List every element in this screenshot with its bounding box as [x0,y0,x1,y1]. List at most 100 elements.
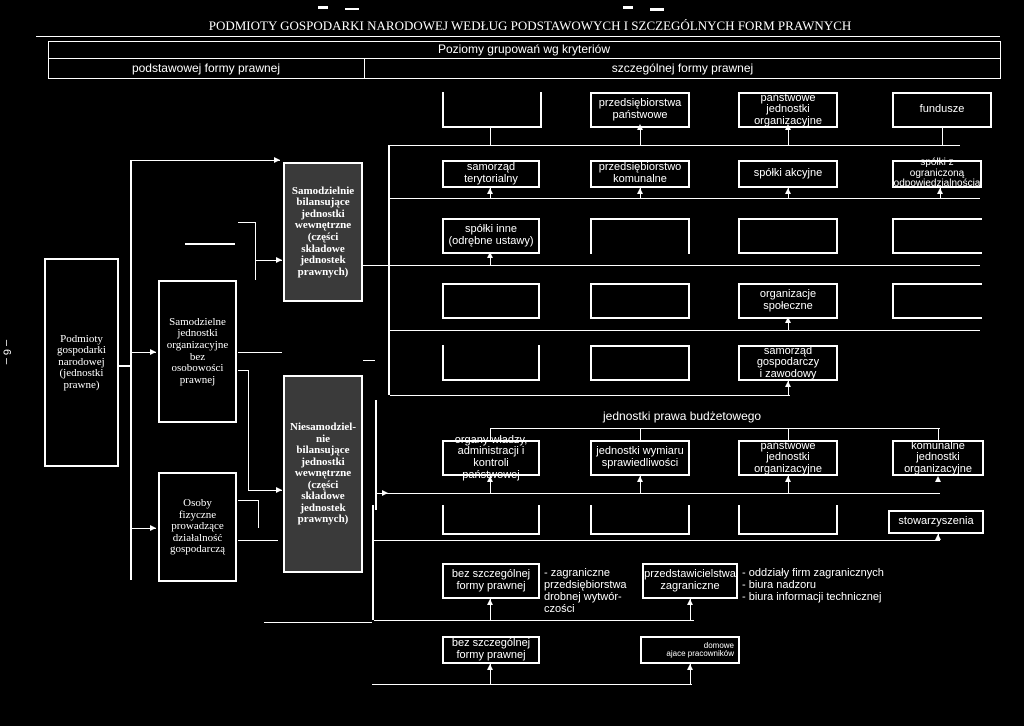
page-title: PODMIOTY GOSPODARKI NARODOWEJ WEDŁUG POD… [208,18,852,33]
arrow-right-icon [150,349,156,355]
box-other-companies: spółki inne (odrębne ustawy) [442,218,540,254]
row-line [374,620,694,621]
box-home-workers: domowe ajace pracowników [640,636,740,664]
conn [788,381,789,395]
box-municipal-enterprise: przedsiębiorstwo komunalne [590,160,690,188]
page-number: – 6 – [0,339,13,365]
conn [130,352,156,353]
conn [788,128,789,146]
spine [375,400,377,510]
conn [130,160,280,161]
conn [690,599,691,620]
box-joint-stock: spółki akcyjne [738,160,838,188]
row-line [390,198,980,199]
row-line [490,428,940,429]
spine [363,360,375,361]
box-empty [590,283,690,319]
conn [258,500,259,528]
arrow-up-icon [935,534,941,540]
top-mark [345,8,359,10]
conn [238,540,278,541]
arrow-up-icon [487,664,493,670]
row-line [390,265,980,266]
header-divider [48,58,1001,59]
box-empty [442,505,540,535]
row-line [390,395,790,396]
conn [238,500,258,501]
self-balancing-units: Samodzielnie bilansujące jednostki wewnę… [283,162,363,302]
conn [942,128,943,146]
conn [238,370,248,371]
arrow-up-icon [785,476,791,482]
conn [372,684,692,685]
text-foreign-small: - zagraniczne przedsiębiorstwa drobnej w… [544,567,627,616]
conn [640,476,641,493]
arrow-up-icon [487,188,493,194]
text-foreign-branches: - oddziały firm zagranicznych - biura na… [742,567,884,604]
box-foreign-rep: przedstawicielstwa zagraniczne [642,563,738,599]
box-authority-organs: organy władzy, administracji i kontroli … [442,434,540,480]
box-justice-units: jednostki wymiaru sprawiedliwości [590,440,690,476]
top-mark [650,8,664,11]
conn [264,622,372,623]
title-underline [36,36,1000,37]
conn [490,476,491,493]
conn [490,428,491,440]
top-mark [318,6,328,9]
conn [788,476,789,493]
box-empty [442,92,542,128]
arrow-up-icon [937,188,943,194]
arrow-up-icon [785,188,791,194]
arrow-up-icon [487,252,493,258]
box-empty [442,283,540,319]
arrow-right-icon [276,487,282,493]
conn [238,352,282,353]
conn [185,243,235,245]
row-line [374,540,940,541]
conn [490,664,491,684]
conn [248,490,282,491]
box-no-form-1: bez szczególnej formy prawnej [442,563,540,599]
arrow-right-icon [382,490,388,496]
box-state-enterprises: przedsiębiorstwa państwowe [590,92,690,128]
arrow-up-icon [637,476,643,482]
criteria-header [48,41,1001,79]
box-ltd: spółki z ograniczoną odpowiedzialnością [892,157,982,190]
conn [788,319,789,330]
box-empty [590,505,690,535]
conn [119,365,131,367]
box-empty [590,218,690,254]
box-social-orgs: organizacje społeczne [738,283,838,319]
conn [788,428,789,440]
box-empty [738,505,838,535]
box-empty [892,283,982,319]
box-empty [590,345,690,381]
top-mark [623,6,633,9]
arrow-up-icon [487,476,493,482]
spine [363,265,388,266]
conn [640,428,641,440]
arrow-up-icon [637,124,643,130]
header-specific: szczególnej formy prawnej [611,61,754,75]
conn [640,128,641,146]
box-empty [442,345,540,381]
conn [255,222,256,280]
arrow-up-icon [687,599,693,605]
arrow-up-icon [687,664,693,670]
header-levels: Poziomy grupowań wg kryteriów [437,42,611,56]
label-budget-units: jednostki prawa budżetowego [603,409,762,423]
conn [690,664,691,684]
box-state-org-units-top: państwowe jednostki organizacyjne [738,92,838,128]
box-associations: stowarzyszenia [888,510,984,534]
arrow-right-icon [274,157,280,163]
row-line [390,330,980,331]
box-municipal-org-units: komunalne jednostki organizacyjne [892,440,984,476]
arrow-up-icon [785,317,791,323]
natural-persons: Osoby fizyczne prowadzące działalność go… [158,472,237,582]
arrow-up-icon [487,599,493,605]
units-without-legal-personality: Samodzielne jednostki organizacyjne bez … [158,280,237,423]
header-vsplit [364,58,365,79]
conn [130,528,156,529]
conn [490,254,491,265]
header-basic: podstawowej formy prawnej [131,61,281,75]
